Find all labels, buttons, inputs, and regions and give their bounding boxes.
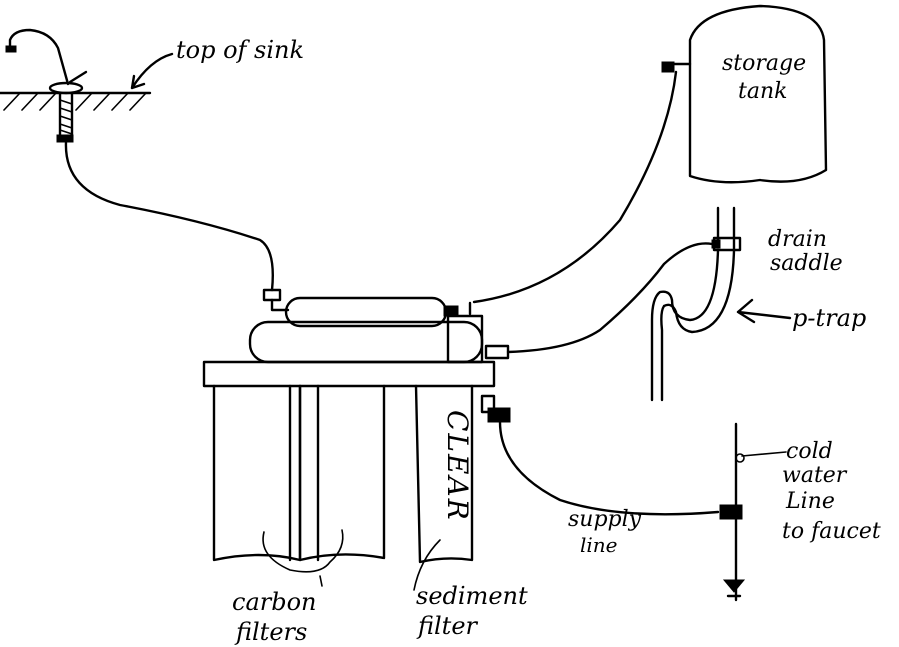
sink-arrow [130,52,174,90]
supply-line [498,420,720,516]
top-of-sink-label: top of sink [176,36,304,64]
p-trap-arrow [736,298,792,324]
storage-tank [661,4,828,184]
supply-line-label-line2: line [580,533,618,557]
carbon-filters-label-line2: filters [234,618,307,646]
tank-line [472,70,678,304]
sediment-filter-label-line1: sediment [416,582,528,610]
sink-top [0,91,152,111]
cold-water-label-line2: water [782,463,848,488]
sediment-filter-label-line2: filter [416,612,479,640]
faucet-line [64,140,274,292]
p-trap-label: p-trap [792,304,866,332]
cold-water-pointer [741,451,787,457]
drain-pipe [650,206,742,402]
carbon-pointer [262,529,344,587]
carbon-filters-label-line1: carbon [232,588,317,616]
sediment-pointer [413,539,441,591]
cold-water-label-line1: cold [786,439,833,464]
storage-tank-label-line2: tank [738,79,787,104]
drain-saddle-label-line2: saddle [770,251,843,276]
clear-label: CLEAR [441,410,474,522]
cold-water-line [719,422,746,602]
supply-line-label-line1: supply [568,507,642,532]
cold-water-label-line3: Line [785,489,835,514]
drain-line [506,242,714,354]
faucet [5,28,88,143]
cold-water-label-line4: to faucet [782,519,881,544]
drain-saddle-label-line1: drain [768,227,827,252]
ro-unit [202,288,511,564]
storage-tank-label-line1: storage [722,51,806,76]
